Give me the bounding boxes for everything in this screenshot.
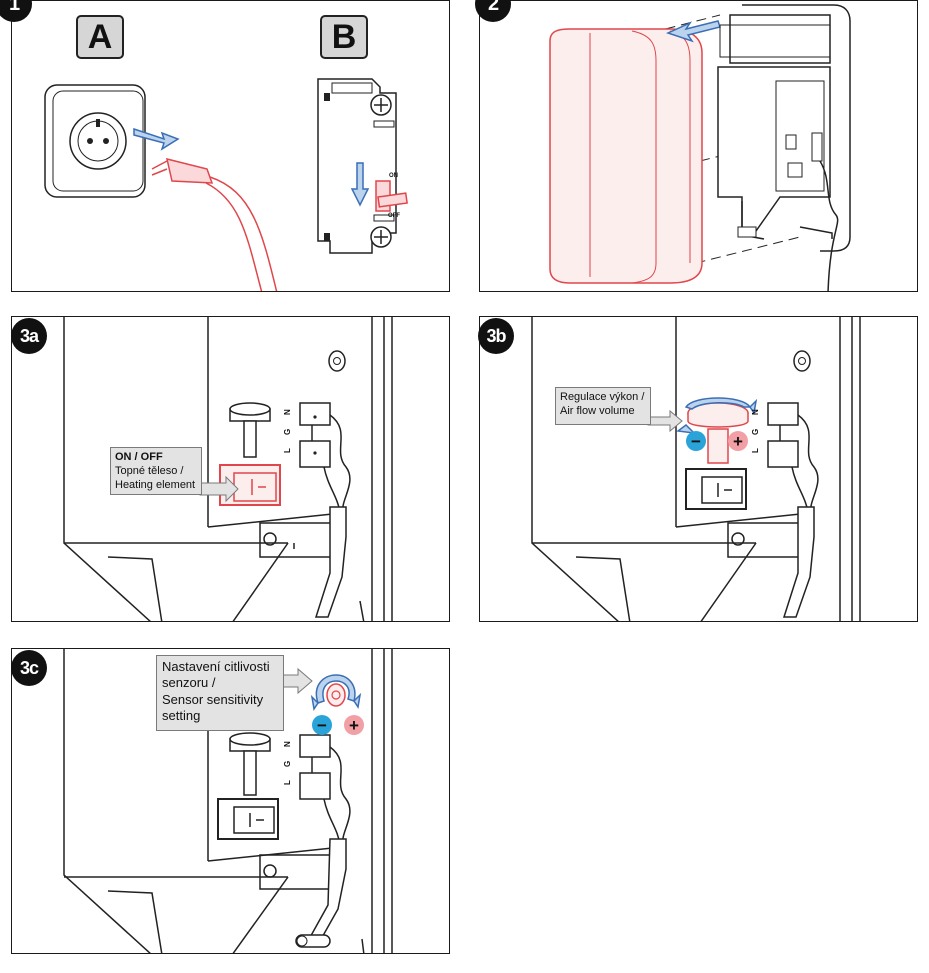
callout-pointer (199, 475, 239, 503)
rotate-icon (310, 674, 362, 711)
airflow-callout: Regulace výkon / Air flow volume (555, 387, 651, 425)
callout-line-1: Regulace výkon / (560, 391, 645, 403)
step-2-badge: 2 (475, 0, 511, 22)
terminal-n: N (283, 409, 292, 415)
unit-housing (63, 317, 393, 621)
heating-switch (217, 798, 279, 840)
callout-pointer (279, 667, 313, 695)
callout-line-2: Heating element (115, 478, 196, 491)
sensor-screw (326, 683, 346, 707)
mount-screw (793, 350, 811, 372)
power-plug (151, 157, 278, 291)
panel-3a-illustration: N G L (63, 317, 393, 621)
callout-line-2: senzoru / (162, 675, 216, 691)
step-3a-badge: 3a (11, 318, 47, 354)
plus-symbol: + (733, 432, 743, 451)
callout-title: ON / OFF (115, 451, 163, 463)
terminal-block (295, 734, 365, 953)
panel-step-1: ON OFF A B (11, 0, 450, 292)
panel-step-3a: N G L ON / OFF Topné těleso / Heating el… (11, 316, 450, 622)
step-1-badge: 1 (0, 0, 32, 22)
remove-cover-arrow (665, 20, 721, 43)
potentiometer-knob (229, 732, 271, 796)
callout-line-4: setting (162, 707, 201, 723)
breaker-on-label: ON (389, 173, 398, 179)
mount-screw (328, 350, 346, 372)
terminal-g: G (283, 429, 292, 435)
onoff-callout: ON / OFF Topné těleso / Heating element (110, 447, 202, 495)
increase-icon (344, 715, 364, 735)
panel-step-2 (479, 0, 918, 292)
panel-1-illustration: ON OFF (44, 78, 408, 291)
option-a-label: A (76, 15, 124, 59)
terminal-l: L (751, 448, 760, 453)
minus-symbol: − (317, 716, 327, 735)
terminal-l: L (283, 780, 292, 785)
increase-icon (728, 431, 748, 451)
plus-symbol: + (349, 716, 359, 735)
switch-off-arrow (350, 162, 370, 207)
decrease-icon (312, 715, 332, 735)
minus-symbol: − (691, 432, 701, 451)
terminal-l: L (283, 448, 292, 453)
terminal-g: G (283, 761, 292, 767)
callout-pointer (647, 409, 683, 433)
device-cover (549, 28, 703, 284)
panel-step-3c: N G L − + Nastavení citlivosti senzoru /… (11, 648, 450, 954)
heating-switch (685, 468, 747, 510)
terminal-g: G (751, 429, 760, 435)
callout-line-1: Nastavení citlivosti (162, 659, 270, 674)
wall-socket (44, 84, 146, 198)
option-b-label: B (320, 15, 368, 59)
step-3b-badge: 3b (478, 318, 514, 354)
panel-3b-illustration: N G L − + (531, 317, 861, 621)
sensor-callout: Nastavení citlivosti senzoru / Sensor se… (156, 655, 284, 731)
terminal-block (299, 402, 365, 621)
airflow-knob (687, 402, 749, 464)
callout-line-3: Sensor sensitivity (162, 691, 264, 707)
unplug-arrow (133, 127, 180, 151)
device-body (717, 4, 851, 291)
terminal-n: N (283, 741, 292, 747)
terminal-n: N (751, 409, 760, 415)
panel-3c-illustration: N G L − + (63, 649, 393, 953)
unit-housing (63, 649, 393, 953)
step-3c-badge: 3c (11, 650, 47, 686)
rotate-icon (676, 397, 758, 435)
potentiometer-knob (229, 402, 271, 458)
terminal-block (767, 402, 819, 618)
decrease-icon (686, 431, 706, 451)
panel-step-3b: N G L − + Regulace výkon / Air flow volu… (479, 316, 918, 622)
callout-line-2: Air flow volume (560, 404, 635, 417)
breaker-off-label: OFF (388, 213, 400, 219)
callout-line-1: Topné těleso / (115, 464, 184, 477)
panel-2-illustration (549, 4, 851, 291)
